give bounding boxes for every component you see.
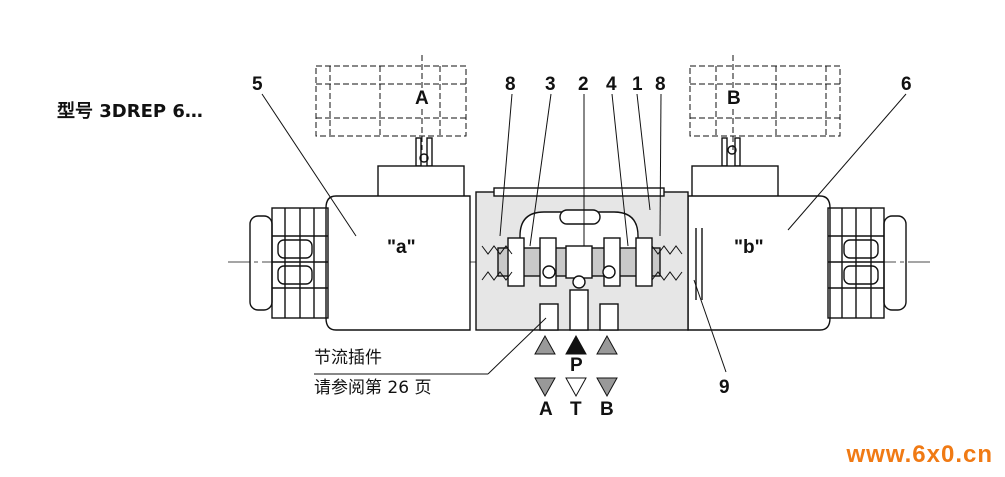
housing-top-plate — [493, 187, 665, 197]
port-label-t: T — [570, 399, 582, 420]
callout-1: 1 — [632, 74, 643, 95]
leader-lines — [261, 93, 907, 375]
callout-5: 5 — [252, 74, 263, 95]
plug-pins — [415, 137, 741, 167]
port-label-a: A — [539, 399, 553, 420]
triangle-a-down — [534, 377, 556, 398]
solenoid-b-letter: B — [725, 88, 743, 109]
override-knob-left — [249, 207, 329, 319]
note-line-1: 节流插件 — [314, 348, 382, 368]
port-channels — [539, 265, 619, 331]
triangle-b-up — [596, 334, 618, 355]
triangle-p-up — [565, 334, 587, 355]
callout-3: 3 — [545, 74, 556, 95]
connector-b-dashed — [689, 55, 841, 150]
solenoid-b-body — [687, 195, 831, 331]
solenoid-a-body — [325, 195, 471, 331]
solenoid-a-letter: A — [413, 88, 431, 109]
override-knob-right — [827, 207, 907, 319]
callout-6: 6 — [901, 74, 912, 95]
triangle-t-down — [565, 377, 587, 398]
port-label-b: B — [600, 399, 614, 420]
callout-9: 9 — [719, 377, 730, 398]
solenoid-a-tag: "a" — [387, 237, 416, 258]
model-title: 型号 3DREP 6… — [57, 101, 203, 122]
port-label-p: P — [570, 355, 583, 376]
springs — [481, 245, 683, 281]
spool-lands — [507, 237, 653, 287]
callout-8-right: 8 — [655, 74, 666, 95]
watermark: www.6x0.cn — [846, 441, 993, 468]
triangle-b-down — [596, 377, 618, 398]
callout-2: 2 — [578, 74, 589, 95]
callout-8-left: 8 — [505, 74, 516, 95]
solenoid-b-tag: "b" — [734, 237, 764, 258]
note-line-2: 请参阅第 26 页 — [314, 378, 432, 398]
triangle-a-up — [534, 334, 556, 355]
port-triangles — [534, 334, 618, 398]
connector-a-dashed — [315, 55, 467, 150]
callout-4: 4 — [606, 74, 617, 95]
